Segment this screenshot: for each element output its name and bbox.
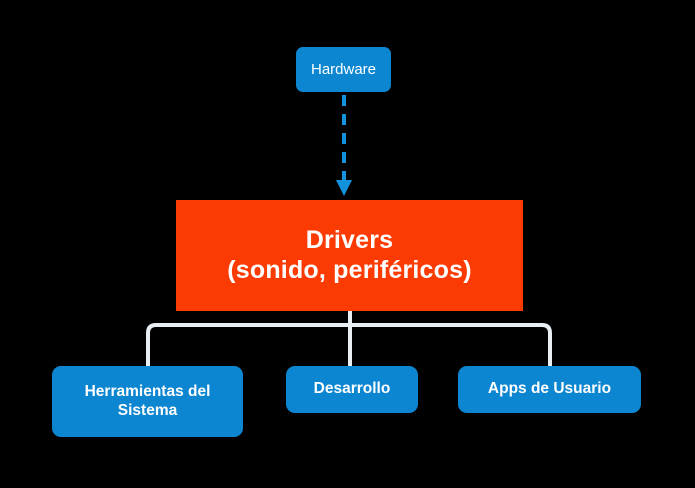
connector-right-branch <box>350 323 552 366</box>
node-apps-de-usuario[interactable]: Apps de Usuario <box>458 366 641 413</box>
node-herramientas-del-sistema-label: Herramientas del Sistema <box>84 383 211 419</box>
node-hardware[interactable]: Hardware <box>296 47 391 92</box>
arrowhead-down-icon <box>336 180 352 196</box>
node-drivers-label: Drivers (sonido, periféricos) <box>227 226 472 284</box>
edge-hardware-to-drivers <box>336 95 352 196</box>
node-desarrollo-label: Desarrollo <box>313 380 391 398</box>
node-herramientas-del-sistema[interactable]: Herramientas del Sistema <box>52 366 243 437</box>
node-drivers[interactable]: Drivers (sonido, periféricos) <box>176 200 523 311</box>
node-apps-de-usuario-label: Apps de Usuario <box>487 380 612 398</box>
node-desarrollo[interactable]: Desarrollo <box>286 366 418 413</box>
node-hardware-label: Hardware <box>310 60 377 78</box>
connector-left-branch <box>146 323 350 366</box>
edge-drivers-to-children <box>146 311 552 366</box>
